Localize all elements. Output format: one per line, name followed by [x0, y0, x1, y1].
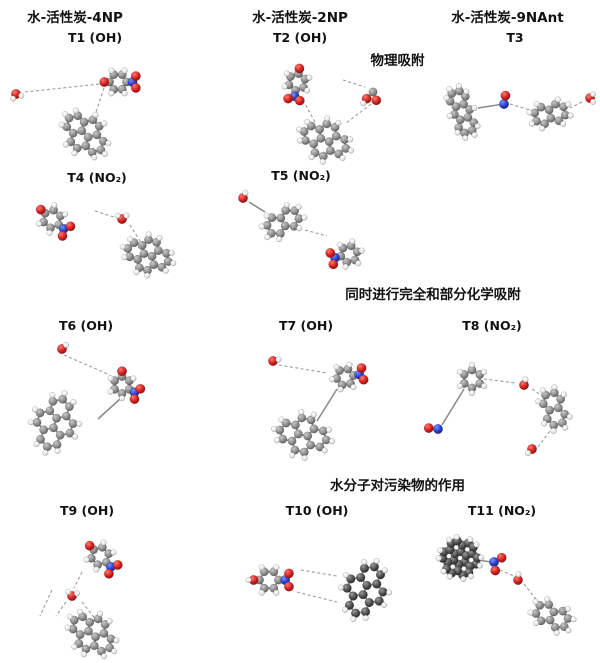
panel-label-t5: T5 (NO₂) — [271, 168, 331, 183]
panel-label-t8: T8 (NO₂) — [462, 318, 522, 333]
molecule-panel-t7 — [268, 356, 369, 462]
molecule-panel-t3 — [443, 83, 596, 141]
panel-label-t11: T11 (NO₂) — [467, 503, 537, 518]
column-header-9nant: 水-活性炭-9NAnt — [451, 10, 564, 26]
panel-label-t2: T2 (OH) — [272, 30, 328, 45]
panel-label-t6: T6 (OH) — [58, 318, 114, 333]
section-label-water-effect: 水分子对污染物的作用 — [330, 478, 465, 494]
molecule-panel-t6 — [27, 341, 146, 456]
molecule-panel-t10 — [245, 558, 393, 622]
molecule-panel-t11 — [435, 533, 577, 636]
molecule-panel-t1 — [9, 67, 141, 161]
molecule-panel-t8 — [423, 362, 573, 457]
panel-label-t9: T9 (OH) — [59, 503, 115, 518]
molecule-panel-t9 — [39, 539, 123, 660]
molecule-panel-t4 — [35, 202, 177, 279]
panel-label-t3: T3 — [506, 30, 524, 45]
panel-label-t7: T7 (OH) — [278, 318, 334, 333]
section-label-physisorption: 物理吸附 — [370, 53, 425, 69]
column-header-4np: 水-活性炭-4NP — [27, 10, 123, 26]
panel-label-t4: T4 (NO₂) — [67, 170, 127, 185]
panel-label-t10: T10 (OH) — [285, 503, 349, 518]
molecule-panel-t2 — [281, 63, 382, 165]
column-header-2np: 水-活性炭-2NP — [252, 10, 348, 26]
section-label-chemisorption: 同时进行完全和部分化学吸附 — [345, 287, 521, 303]
panel-label-t1: T1 (OH) — [67, 30, 123, 45]
molecule-panel-t5 — [238, 189, 365, 270]
